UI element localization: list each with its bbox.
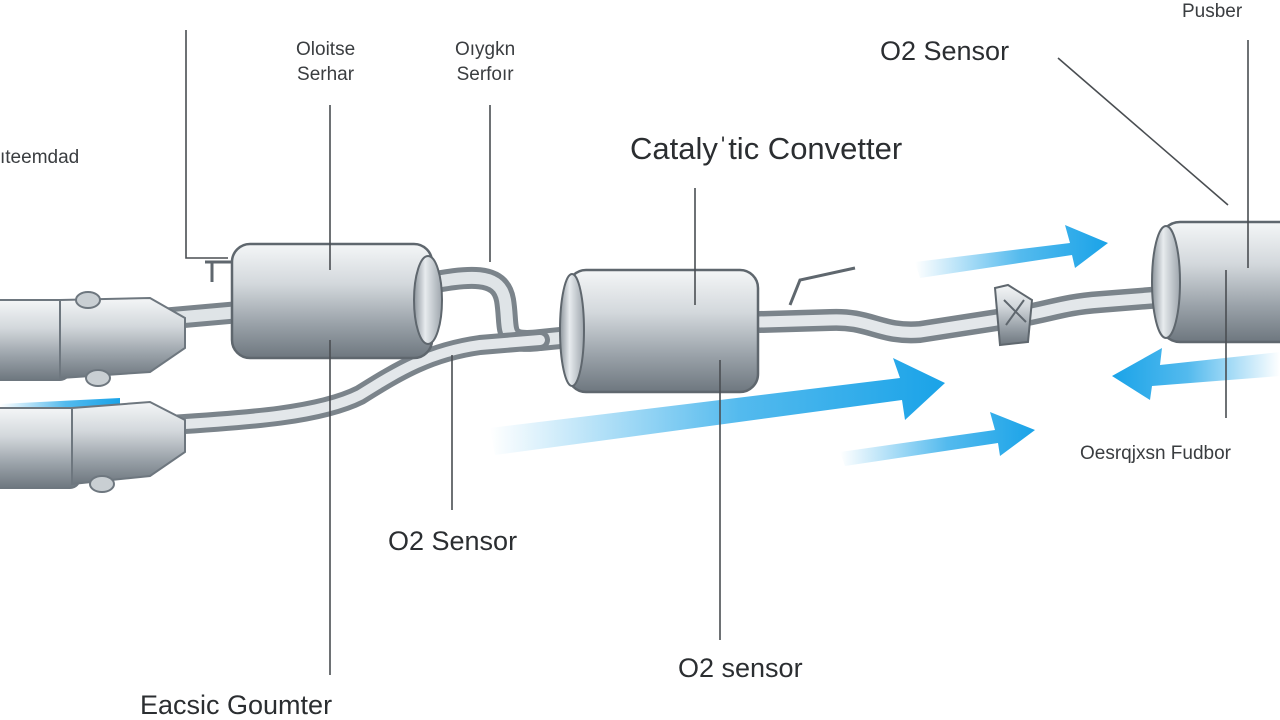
label-o2-sensor-bottom: O2 sensor <box>678 653 803 683</box>
flow-arrow-reverse <box>1112 348 1280 400</box>
label-o2-sensor-top-right: O2 Sensor <box>880 36 1010 66</box>
label-o2-sensor-middle: O2 Sensor <box>388 526 518 556</box>
flow-arrow-lower <box>840 412 1035 466</box>
o2-sensor-bracket <box>993 283 1034 347</box>
label-intermediate: ıteemdad <box>0 147 80 168</box>
front-muffler <box>205 242 443 360</box>
label-oxygen-sensor-top: Oıygkn Serfoır <box>455 39 516 85</box>
label-catalytic-converter: Catalyˈtic Convetter <box>630 131 903 166</box>
left-manifold <box>0 291 186 493</box>
catalytic-converter <box>559 266 856 394</box>
label-oxide-sensor: Oloitse Serhar <box>296 39 356 85</box>
leader-intermediate <box>185 30 228 259</box>
leader-o2-top-right <box>1057 57 1229 206</box>
flow-arrow-upper <box>915 225 1108 278</box>
label-pusher: Pusber <box>1182 1 1243 22</box>
label-oxygen-sensor-right: Oesrqjxsn Fudbor <box>1080 443 1232 464</box>
leader-lines <box>185 30 1249 675</box>
rear-muffler <box>1151 220 1280 344</box>
flow-arrow-large <box>490 358 945 455</box>
label-exhaust-counter: Eacsic Goumter <box>140 690 333 720</box>
